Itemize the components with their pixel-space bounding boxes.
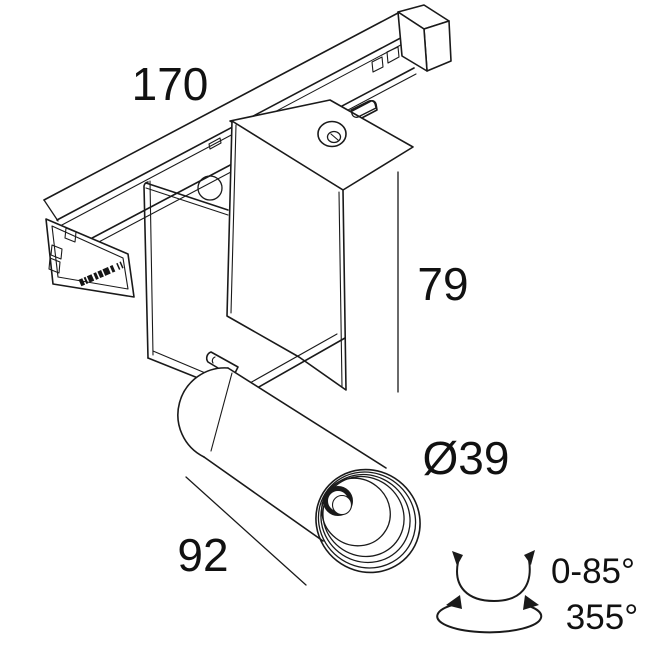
rotation-range-label: 355° — [566, 598, 638, 637]
track-latch-slot — [371, 56, 384, 73]
cylinder-rear-cap — [177, 367, 229, 458]
rotation-arrow-icon: 355° — [436, 595, 638, 637]
mounting-bracket — [143, 99, 414, 397]
bracket-column-edge — [230, 124, 237, 314]
dimension-height: 79 — [397, 171, 469, 393]
track-end-connector — [397, 4, 452, 72]
cylinder-bottom-edge — [203, 456, 324, 542]
rotation-arrowhead-left — [446, 595, 462, 609]
body-length-dimension-line — [185, 476, 307, 586]
track-underside-print — [78, 259, 128, 287]
cylinder-rear-seam — [210, 372, 233, 452]
bracket-column — [226, 120, 347, 391]
bracket-web-top-edge-2 — [145, 187, 229, 216]
fixing-screw — [317, 120, 347, 148]
tilt-range-arrow-icon: 0-85° — [452, 550, 635, 602]
spotlight-body — [177, 367, 422, 574]
bracket-web-top-edge — [145, 182, 229, 211]
height-label: 79 — [417, 258, 468, 310]
bracket-column-edge-2 — [338, 191, 343, 388]
end-cap-hole — [64, 227, 77, 243]
track-end-cap — [45, 218, 135, 298]
rotation-arrowhead-right — [523, 595, 539, 610]
recessed-lamp-ring — [323, 486, 353, 516]
diameter-label: Ø39 — [423, 432, 510, 484]
tilt-arrowhead-left — [452, 551, 463, 566]
bracket-left-arm-2 — [149, 180, 154, 356]
track-left-edge — [43, 199, 59, 222]
body-length-label: 92 — [177, 529, 228, 581]
dimension-track-length: 170 — [132, 58, 209, 110]
track-latch-slot-2 — [386, 46, 400, 64]
dimension-diameter: Ø39 — [423, 432, 510, 484]
track-contact-slot — [208, 137, 222, 150]
track-top-edge — [43, 12, 399, 201]
tilt-range-label: 0-85° — [551, 552, 635, 591]
track-length-label: 170 — [132, 58, 209, 110]
tilt-arrowhead-right — [524, 550, 535, 565]
end-cap-hole-3 — [48, 257, 61, 274]
end-cap-hole-2 — [50, 244, 63, 260]
dimension-body-length: 92 — [177, 476, 307, 586]
cylinder-top-edge — [227, 367, 387, 469]
bracket-hole — [197, 175, 223, 201]
top-plate-slot — [350, 100, 377, 118]
bracket-left-arm — [143, 181, 149, 359]
